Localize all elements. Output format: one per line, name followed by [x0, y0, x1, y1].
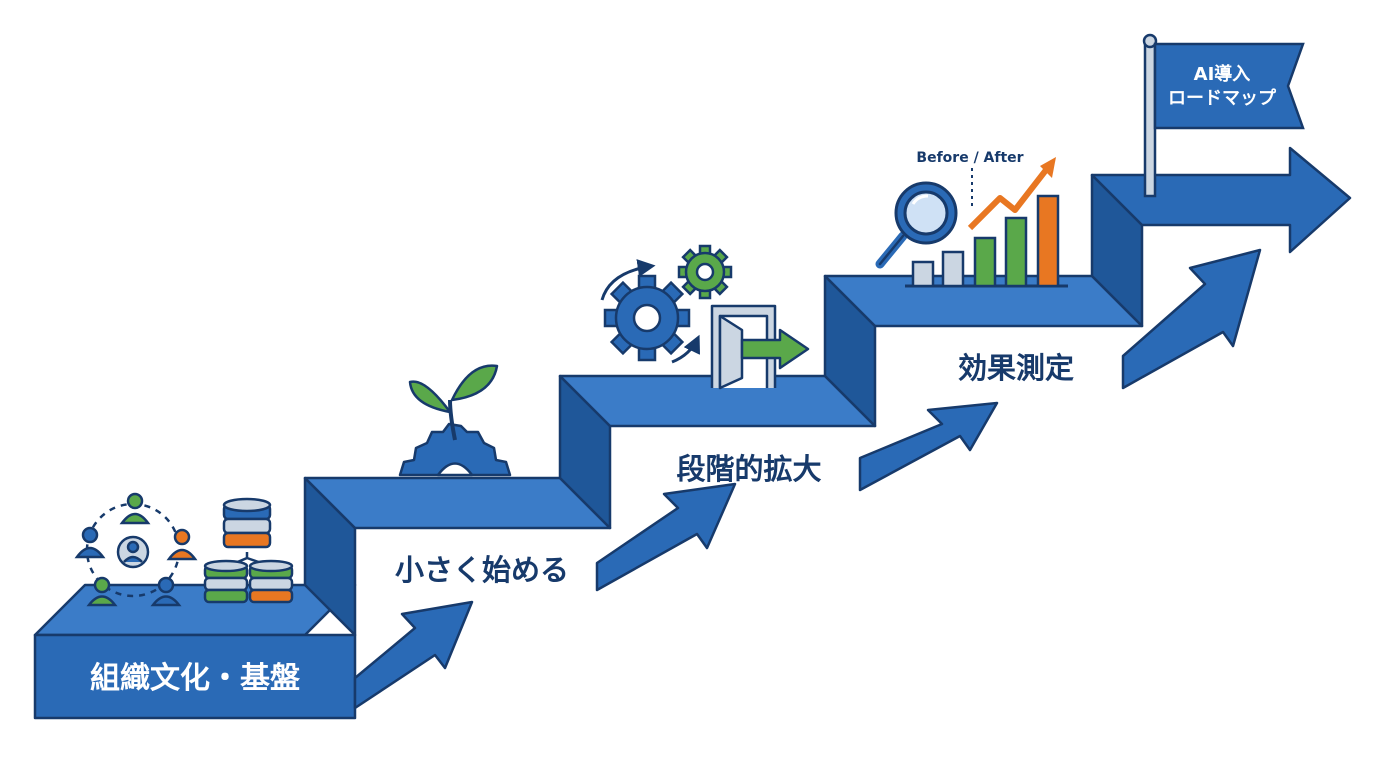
staircase — [33, 146, 1352, 720]
sprout-gear-icon — [398, 364, 512, 477]
database-icon — [203, 497, 294, 604]
door-arrow — [740, 328, 810, 370]
rising-arrow-1 — [353, 600, 474, 710]
step4-label: 効果測定 — [958, 351, 1074, 385]
rising-arrows — [353, 248, 1262, 710]
rising-arrow-2 — [595, 482, 737, 592]
trend-arrow — [967, 168, 1049, 231]
step1-front — [33, 633, 357, 720]
bar-5 — [1036, 194, 1060, 288]
bar-3 — [973, 236, 997, 288]
top-arrow — [1090, 146, 1352, 254]
people-network-icon — [74, 492, 198, 607]
step3-label: 段階的拡大 — [676, 452, 821, 486]
flag-banner — [1153, 42, 1305, 130]
flag-icon — [1142, 33, 1305, 198]
bar-chart-icon — [905, 157, 1068, 288]
magnifier-icon — [875, 181, 958, 269]
flag-title-line1: AI導入 — [1194, 63, 1251, 85]
gears-icon — [600, 244, 733, 364]
step2-label: 小さく始める — [395, 553, 569, 587]
step1-label: 組織文化・基盤 — [90, 661, 300, 696]
bar-1 — [911, 260, 935, 288]
bar-2 — [941, 250, 965, 288]
flag-title-line2: ロードマップ — [1168, 87, 1277, 109]
bar-4 — [1004, 216, 1028, 288]
before-after-label: Before / After — [916, 150, 1023, 166]
rising-arrow-3 — [858, 401, 999, 492]
step1-top — [33, 583, 357, 637]
step2-top — [303, 476, 612, 530]
rising-arrow-4 — [1121, 248, 1262, 390]
door-icon — [710, 304, 810, 390]
